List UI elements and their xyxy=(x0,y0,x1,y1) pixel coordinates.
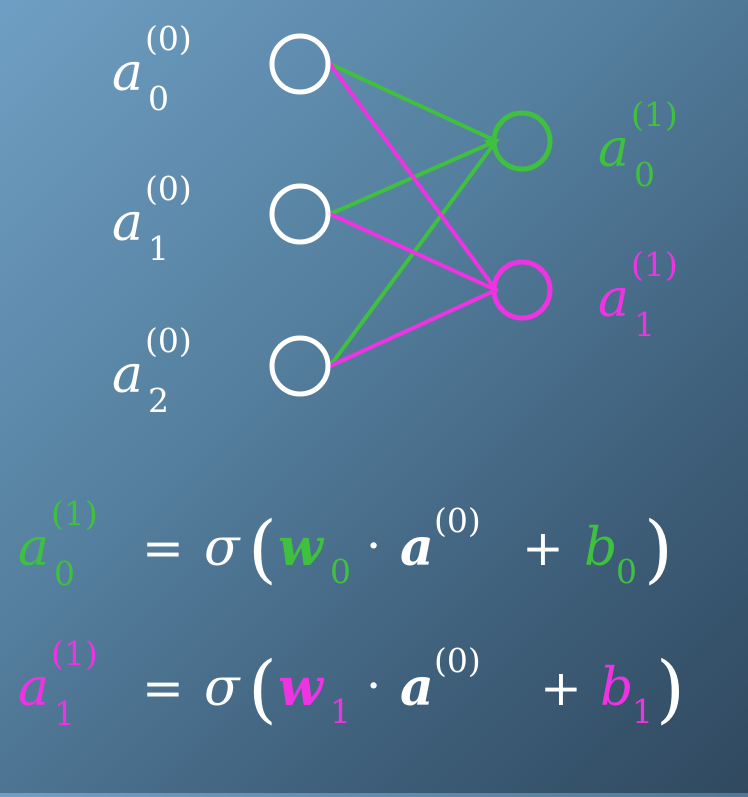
output-neuron-0 xyxy=(491,110,553,172)
input-label-1: a(0)1 xyxy=(112,169,192,268)
equation-1-weight-sub: 1 xyxy=(330,692,351,731)
input-neuron-0 xyxy=(269,33,331,95)
input-label-0: a(0)0 xyxy=(112,19,192,118)
equation-0-activation-sup: (0) xyxy=(434,501,481,540)
output-label-0: a(1)0 xyxy=(598,95,678,194)
input-neuron-1 xyxy=(269,183,331,245)
equation-0-weight-sub: 0 xyxy=(330,552,351,591)
edge-in1-out1 xyxy=(328,212,498,292)
edge-in0-out1 xyxy=(328,62,498,292)
equation-1-lhs: a(1)1 xyxy=(18,634,98,733)
equation-1-plus: + xyxy=(540,659,582,717)
output-neuron-1 xyxy=(491,259,553,321)
equation-1-activation-sup: (0) xyxy=(434,641,481,680)
equation-0-sigma: σ xyxy=(204,518,241,578)
connections-to-output-0 xyxy=(328,62,498,368)
equation-0-lhs: a(1)0 xyxy=(18,494,98,593)
equation-1-close-paren: ) xyxy=(656,646,685,732)
equation-1-bias-sub: 1 xyxy=(632,692,653,731)
equation-1-dot: · xyxy=(366,658,381,714)
equation-0-weight: w xyxy=(278,517,325,578)
equation-0-bias-sub: 0 xyxy=(616,552,637,591)
equation-0-close-paren: ) xyxy=(644,506,673,592)
equation-0: a(1)0 = σ ( w 0 · a (0) + b 0 ) xyxy=(18,494,673,593)
equation-0-dot: · xyxy=(366,518,381,574)
edge-in0-out0 xyxy=(328,62,498,143)
input-label-2: a(0)2 xyxy=(112,321,192,420)
equation-1: a(1)1 = σ ( w 1 · a (0) + b 1 ) xyxy=(18,634,685,733)
equation-1-weight: w xyxy=(278,657,325,718)
input-neuron-2 xyxy=(269,335,331,397)
connections-to-output-1 xyxy=(328,62,498,368)
equation-0-bias: b xyxy=(584,518,617,578)
equation-0-open-paren: ( xyxy=(248,506,277,592)
equation-1-equals: = xyxy=(142,659,184,717)
equation-1-sigma: σ xyxy=(204,658,241,718)
output-label-1: a(1)1 xyxy=(598,245,678,344)
equation-1-open-paren: ( xyxy=(248,646,277,732)
equation-1-activation: a xyxy=(400,657,434,718)
edge-in2-out1 xyxy=(328,288,498,368)
input-layer xyxy=(269,33,331,397)
equation-0-activation: a xyxy=(400,517,434,578)
equation-0-plus: + xyxy=(522,519,564,577)
equation-1-bias: b xyxy=(600,658,633,718)
equation-0-equals: = xyxy=(142,519,184,577)
